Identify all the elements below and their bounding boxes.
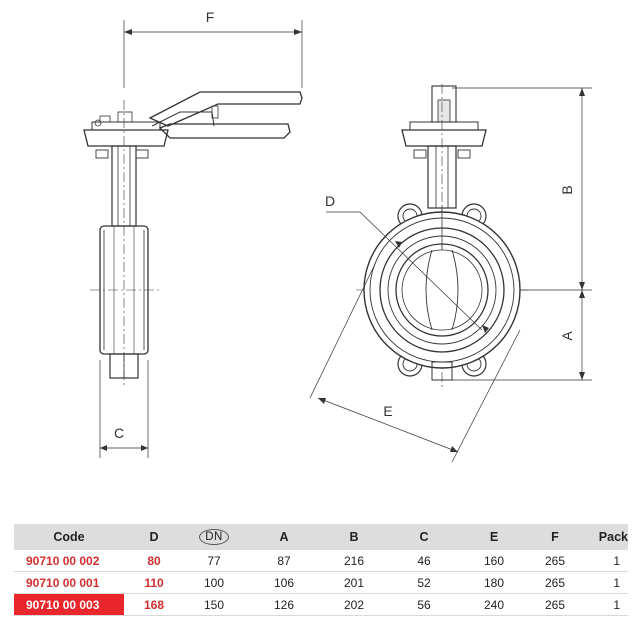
technical-drawing: F C xyxy=(83,9,592,463)
header-b: B xyxy=(324,524,384,550)
cell-a: 106 xyxy=(244,571,324,594)
front-view: B A xyxy=(309,84,592,463)
cell-f: 265 xyxy=(524,593,586,616)
cell-code: 90710 00 002 xyxy=(14,550,124,572)
cell-e: 240 xyxy=(464,593,524,616)
cell-pack: 1 xyxy=(586,593,628,616)
spec-table: Code D DN A B C E F Pack 90710 00 002 80… xyxy=(14,524,628,616)
table-row-highlighted: 90710 00 003 168 150 126 202 56 240 265 … xyxy=(14,593,628,616)
dimension-label-a: A xyxy=(559,331,575,341)
table-row: 90710 00 002 80 77 87 216 46 160 265 1 xyxy=(14,550,628,572)
dimension-label-c: C xyxy=(114,425,124,441)
table-header-row: Code D DN A B C E F Pack xyxy=(14,524,628,550)
cell-code: 90710 00 003 xyxy=(14,593,124,616)
dimension-label-f: F xyxy=(206,9,215,25)
cell-e: 160 xyxy=(464,550,524,572)
cell-c: 46 xyxy=(384,550,464,572)
cell-c: 56 xyxy=(384,593,464,616)
cell-f: 265 xyxy=(524,571,586,594)
header-f: F xyxy=(524,524,586,550)
dimension-label-e: E xyxy=(383,403,392,419)
cell-dn: 100 xyxy=(184,571,244,594)
header-c: C xyxy=(384,524,464,550)
cell-f: 265 xyxy=(524,550,586,572)
cell-e: 180 xyxy=(464,571,524,594)
header-dn: DN xyxy=(184,524,244,550)
cell-pack: 1 xyxy=(586,571,628,594)
header-code: Code xyxy=(14,524,124,550)
cell-b: 201 xyxy=(324,571,384,594)
cell-d: 110 xyxy=(124,571,184,594)
header-a: A xyxy=(244,524,324,550)
cell-c: 52 xyxy=(384,571,464,594)
dimension-label-d: D xyxy=(325,193,335,209)
header-d: D xyxy=(124,524,184,550)
cell-a: 126 xyxy=(244,593,324,616)
cell-b: 202 xyxy=(324,593,384,616)
cell-pack: 1 xyxy=(586,550,628,572)
header-e: E xyxy=(464,524,524,550)
side-view: F C xyxy=(83,9,303,458)
cell-code: 90710 00 001 xyxy=(14,571,124,594)
dn-badge-label: DN xyxy=(199,529,229,545)
cell-d: 168 xyxy=(124,593,184,616)
cell-dn: 77 xyxy=(184,550,244,572)
dimension-label-b: B xyxy=(559,185,575,194)
header-pack: Pack xyxy=(586,524,628,550)
cell-b: 216 xyxy=(324,550,384,572)
cell-d: 80 xyxy=(124,550,184,572)
cell-dn: 150 xyxy=(184,593,244,616)
table-row: 90710 00 001 110 100 106 201 52 180 265 … xyxy=(14,571,628,594)
cell-a: 87 xyxy=(244,550,324,572)
